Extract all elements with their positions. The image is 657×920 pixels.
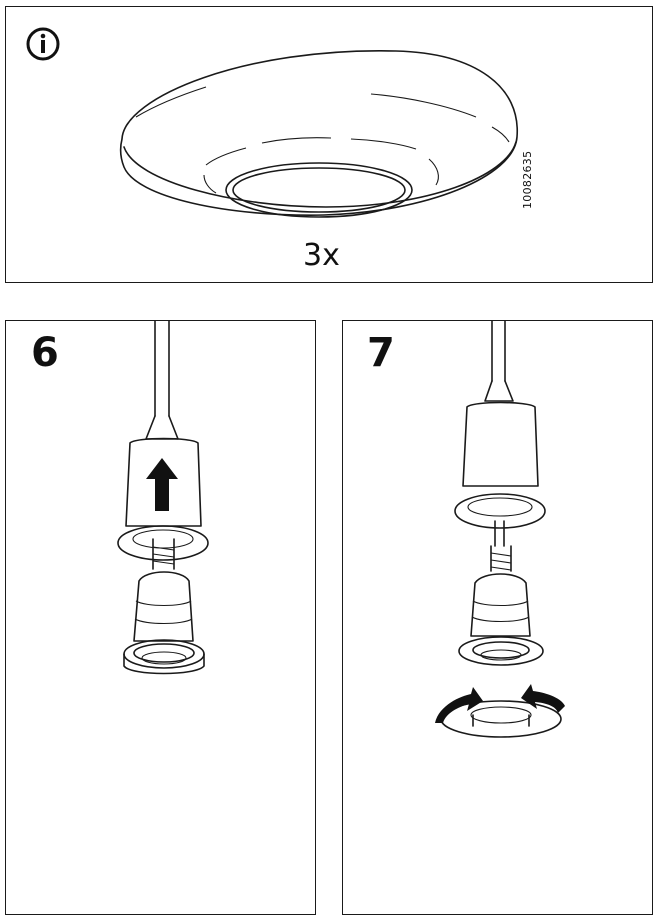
step-7-panel: 7 [342,320,653,915]
info-icon [26,27,60,61]
step-6-illustration [117,321,209,675]
rotate-arrows-icon [435,684,565,738]
step-7-illustration [435,321,565,738]
step-6-panel: 6 [5,320,316,915]
quantity-label: 3x [303,238,340,273]
step-number: 6 [31,330,59,376]
step-number: 7 [367,330,395,376]
lamp-shade-illustration [26,27,518,218]
article-number: 10082635 [521,150,534,209]
info-panel: 10082635 3x [5,6,653,283]
arrow-up-icon [146,458,178,511]
